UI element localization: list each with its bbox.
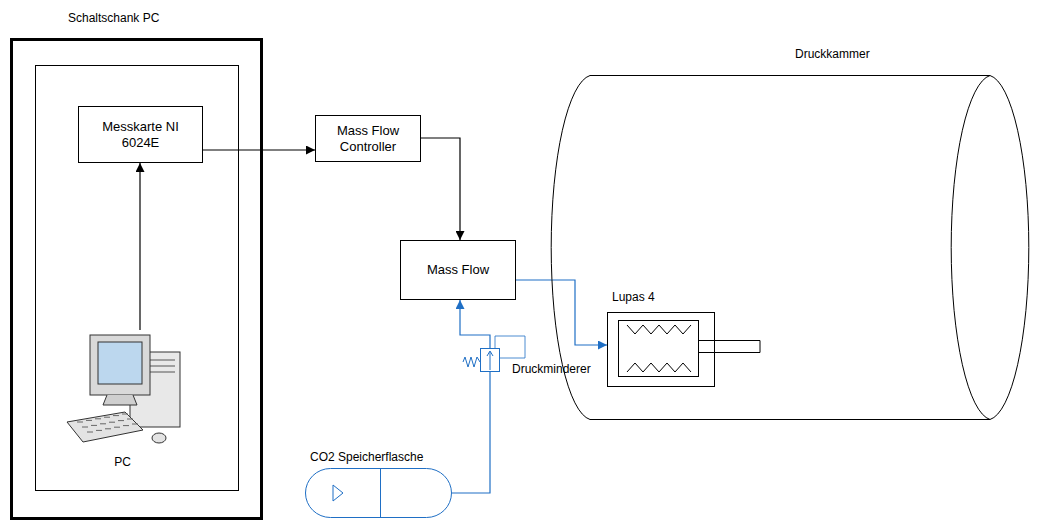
bottle-triangle	[333, 485, 343, 501]
pressure-reducer-symbol: Druckminderer	[480, 348, 500, 372]
valve-arrow	[487, 351, 493, 370]
cylinder-body	[551, 76, 1029, 420]
control-cabinet: Messkarte NI 6024EPCSchaltschank PC	[10, 38, 263, 520]
heading-label: Lupas 4	[612, 290, 655, 304]
process-box: Mass Flow Controller	[315, 115, 421, 162]
bellows-fold	[627, 325, 691, 334]
bottle-divider	[380, 469, 381, 518]
heading-label: CO2 Speicherflasche	[310, 450, 423, 464]
gas-line	[516, 280, 607, 345]
bottle-outline	[305, 468, 452, 518]
gas-line	[452, 372, 490, 493]
lupas-outline	[607, 312, 715, 387]
process-box: Messkarte NI 6024E	[78, 106, 203, 163]
bellows-frame	[619, 321, 699, 377]
computer-icon: PC	[55, 330, 190, 478]
device-box: Lupas 4	[607, 312, 715, 387]
gas-line	[460, 300, 490, 348]
bottle-body	[306, 469, 452, 518]
heading-label: Druckkammer	[795, 47, 870, 61]
heading-label: Schaltschank PC	[68, 11, 159, 25]
signal-line	[203, 149, 315, 150]
monitor-housing	[90, 335, 150, 395]
mouse	[152, 433, 166, 443]
node-label: Mass Flow	[427, 262, 489, 278]
valve-symbol	[480, 348, 500, 372]
monitor-screen	[98, 342, 142, 384]
process-box: Mass Flow	[400, 240, 516, 300]
valve-body	[481, 349, 500, 372]
cabinet-inner-frame	[36, 66, 239, 491]
node-label: PC	[55, 454, 190, 470]
signal-line	[139, 163, 140, 330]
gas-bottle: CO2 Speicherflasche	[305, 468, 452, 518]
bellows-fold	[627, 363, 691, 372]
node-label: Messkarte NI 6024E	[97, 119, 184, 151]
pressure-chamber: Lupas 4Druckkammer	[548, 75, 1035, 420]
pilot-line	[495, 336, 525, 358]
signal-line	[421, 138, 460, 240]
keyboard	[67, 412, 143, 442]
cylinder-front-arc	[951, 76, 990, 420]
node-label: Mass Flow Controller	[326, 123, 410, 155]
heading-label: Druckminderer	[512, 362, 591, 376]
spring-symbol	[463, 357, 480, 367]
keyboard-keys	[77, 414, 138, 432]
monitor-stand	[103, 395, 137, 405]
lupas-shaft	[698, 341, 760, 353]
lupas-housing	[608, 313, 715, 387]
